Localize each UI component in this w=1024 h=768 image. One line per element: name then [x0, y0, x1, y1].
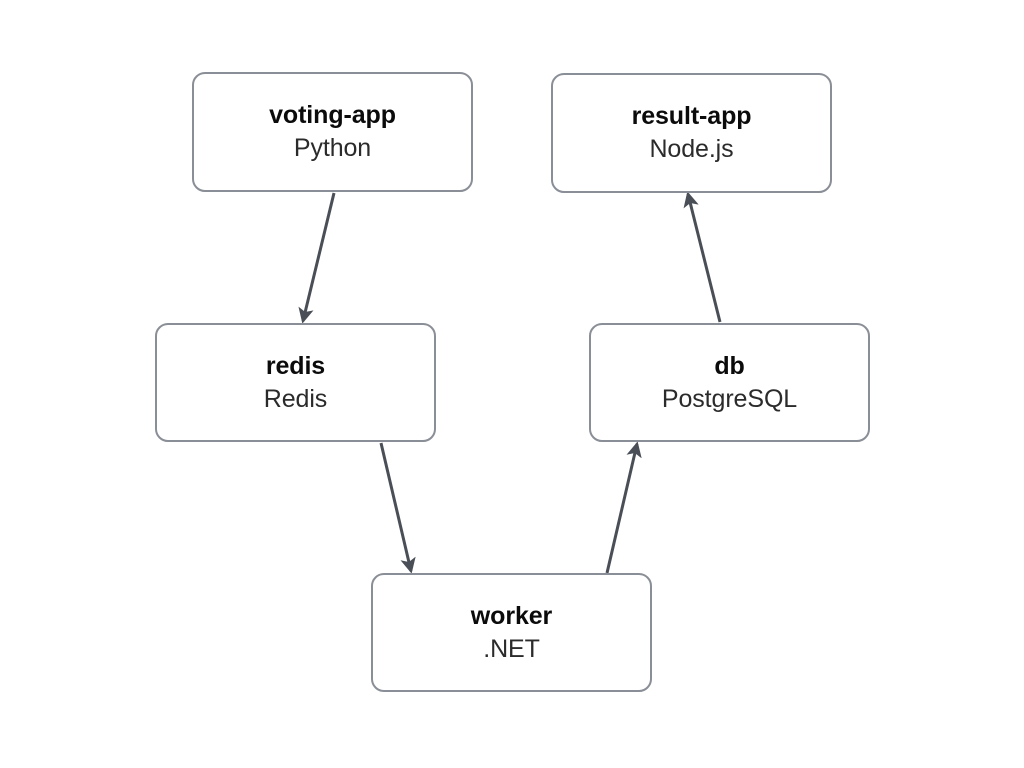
- node-title: result-app: [631, 102, 752, 130]
- node-title: worker: [470, 601, 553, 630]
- edge-db-to-result-app: [683, 191, 722, 323]
- node-subtitle: Node.js: [649, 135, 734, 163]
- node-subtitle: .NET: [483, 634, 540, 663]
- node-title: db: [714, 351, 745, 380]
- node-voting-app[interactable]: voting-app Python: [192, 72, 473, 192]
- node-worker[interactable]: worker .NET: [371, 573, 652, 692]
- node-title: voting-app: [269, 101, 396, 129]
- node-result-app[interactable]: result-app Node.js: [551, 73, 832, 193]
- node-title: redis: [265, 351, 326, 380]
- edge-worker-to-db: [605, 441, 642, 574]
- edge-voting-app-to-redis: [298, 192, 336, 324]
- node-redis[interactable]: redis Redis: [155, 323, 436, 442]
- node-subtitle: Redis: [263, 384, 328, 413]
- node-subtitle: PostgreSQL: [661, 384, 798, 413]
- edge-redis-to-worker: [379, 442, 416, 574]
- node-db[interactable]: db PostgreSQL: [589, 323, 870, 442]
- node-subtitle: Python: [293, 134, 372, 162]
